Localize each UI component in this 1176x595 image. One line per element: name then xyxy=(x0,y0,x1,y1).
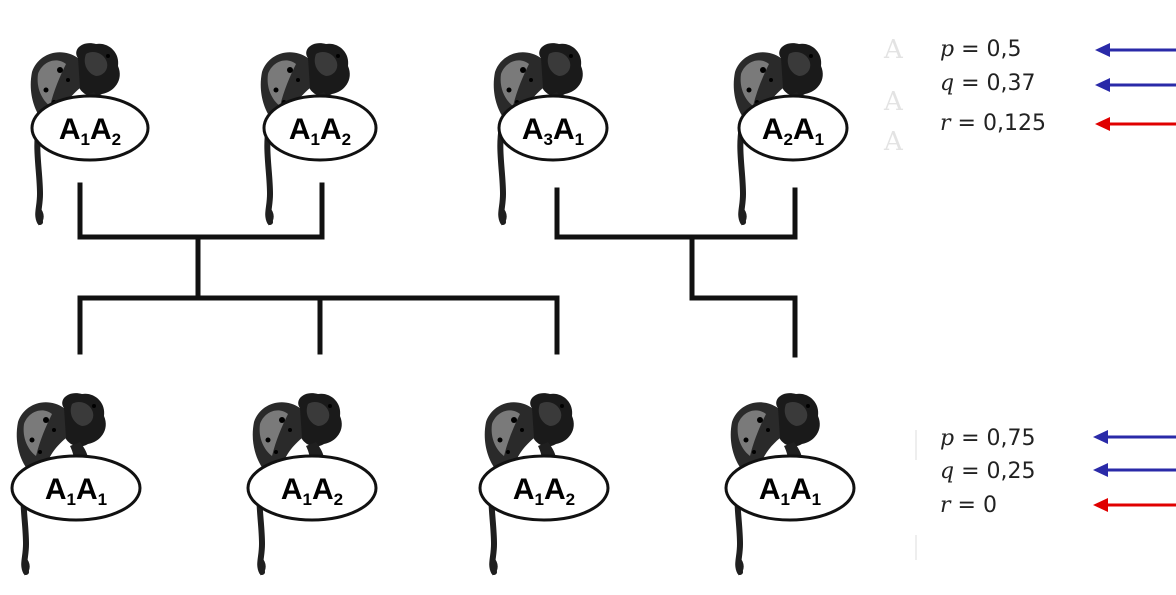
parent-animal-3: A3A1 xyxy=(494,43,609,224)
genotype-oval xyxy=(724,454,856,522)
svg-text:A: A xyxy=(883,35,904,65)
genotype-label: A1A2 xyxy=(289,113,351,149)
genotype-oval xyxy=(478,454,610,522)
parent-animal-1: A1A2 xyxy=(30,43,150,224)
genotype-label: A1A2 xyxy=(59,113,121,149)
genotype-label: A2A1 xyxy=(762,113,824,149)
arrow-top-r xyxy=(1095,117,1176,131)
freq-top-p: p = 0,5 xyxy=(940,37,1022,62)
freq-top-r: r = 0,125 xyxy=(940,111,1046,136)
descent-line-right xyxy=(689,234,798,358)
genotype-oval xyxy=(262,94,378,162)
freq-bottom-r: r = 0 xyxy=(940,493,997,518)
arrow-bottom-p xyxy=(1093,430,1176,444)
genotype-oval xyxy=(10,454,142,522)
genotype-label: A1A2 xyxy=(513,473,575,509)
genotype-label: A1A1 xyxy=(759,473,821,509)
freq-top-q: q = 0,37 xyxy=(940,71,1036,96)
offspring-animal-2: A1A2 xyxy=(246,393,378,574)
parent-animal-4: A2A1 xyxy=(734,43,849,224)
frequencies-top: p = 0,5 q = 0,37 r = 0,125 xyxy=(940,37,1046,136)
arrows xyxy=(1093,43,1176,512)
mating-line-right xyxy=(554,187,798,240)
freq-bottom-q: q = 0,25 xyxy=(940,459,1036,484)
genotype-oval xyxy=(497,94,609,162)
genotype-label: A1A2 xyxy=(281,473,343,509)
freq-bottom-p: p = 0,75 xyxy=(940,426,1036,451)
svg-text:A: A xyxy=(883,127,904,157)
offspring-animal-1: A1A1 xyxy=(10,393,142,574)
parent-animal-2: A1A2 xyxy=(261,43,378,224)
offspring-animal-3: A1A2 xyxy=(478,393,610,574)
faint-background-marks: A A A xyxy=(883,35,917,560)
offspring-animal-4: A1A1 xyxy=(724,393,856,574)
frequencies-bottom: p = 0,75 q = 0,25 r = 0 xyxy=(940,426,1036,518)
pedigree-lines xyxy=(77,182,798,358)
arrow-top-q xyxy=(1095,78,1176,92)
genotype-label: A3A1 xyxy=(522,113,584,149)
genotype-oval xyxy=(246,454,378,522)
arrow-bottom-q xyxy=(1093,463,1176,477)
arrow-top-p xyxy=(1095,43,1176,57)
mating-line-left xyxy=(77,182,325,240)
svg-text:A: A xyxy=(883,87,904,117)
genotype-label: A1A1 xyxy=(45,473,107,509)
genotype-oval xyxy=(737,94,849,162)
genotype-oval xyxy=(30,94,150,162)
arrow-bottom-r xyxy=(1093,498,1176,512)
